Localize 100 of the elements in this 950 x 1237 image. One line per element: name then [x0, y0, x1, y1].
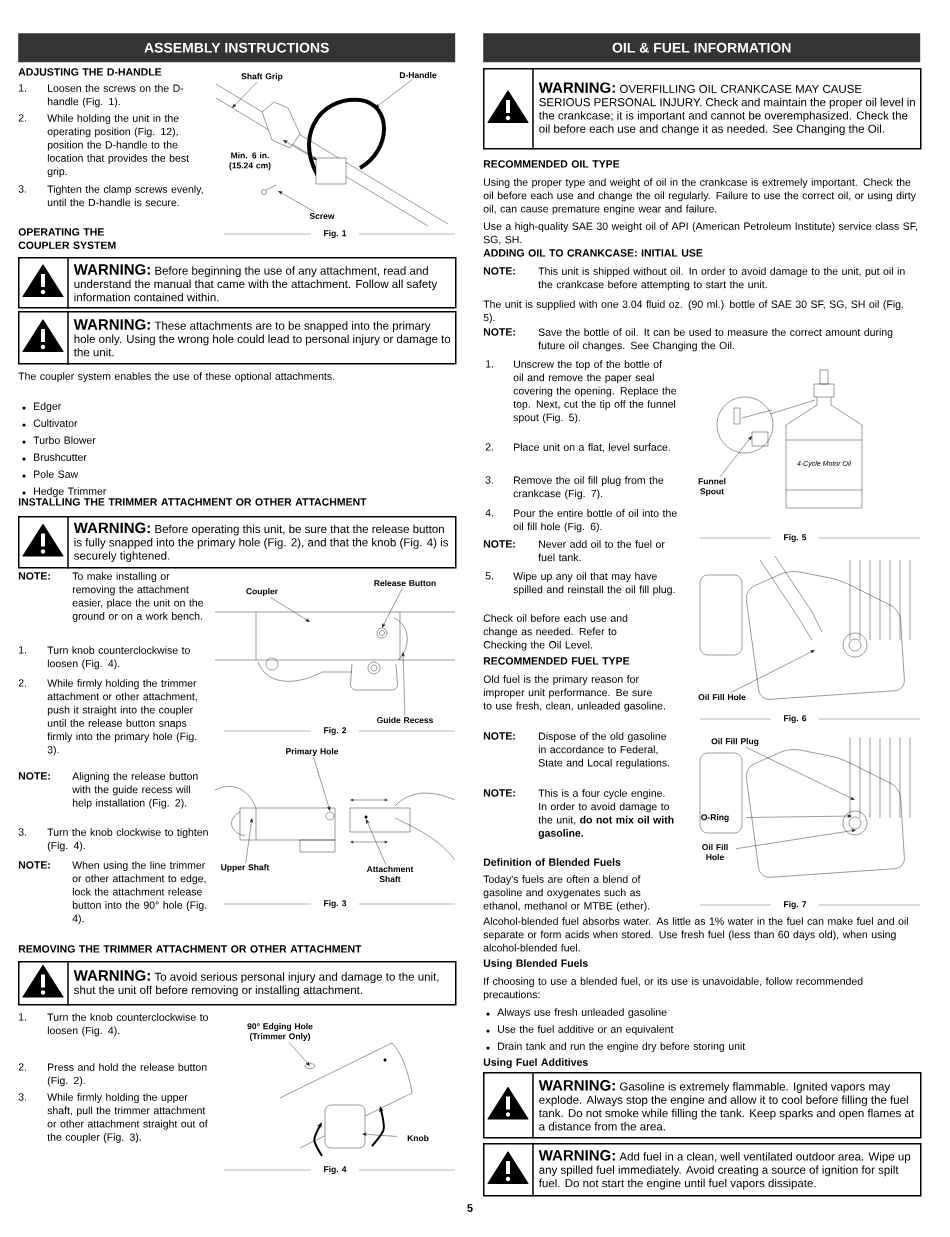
paragraph: While holding the unit in the operating position (Fig. 12), position the D-handle to the location that provides the best grip. — [47, 114, 189, 178]
leader-line — [730, 650, 815, 693]
leader-line — [745, 747, 855, 800]
paragraph: Alcohol-blended fuel absorbs water. As little as 1% water in the fuel can make fuel and oil separate or form acids when stored. Use fresh fuel (less than 60 days old), when using alcohol-blended fuel. — [483, 917, 908, 952]
warning-box: WARNING: To avoid serious personal injury and damage to the unit, shut the unit off before removing or installing attachment. — [18, 960, 457, 1007]
callout-label: 90° Edging Hole (Trimmer Only) — [247, 1023, 313, 1041]
section-header: ASSEMBLY INSTRUCTIONS — [18, 33, 456, 63]
paragraph: Today's fuels are often a blend of gasoline and oxygenates such as ethanol, methanol or MTBE (ether). — [483, 875, 650, 912]
paragraph: This unit is shipped without oil. In order to avoid damage to the unit, put oil in the crankcase before attempting to start the unit. — [538, 267, 905, 291]
list-item: Hedge Trimmer — [22, 487, 107, 497]
warning-box: WARNING: These attachments are to be snapped into the primary hole only. Using the wrong hole could lead to personal injury or damage to the unit. — [18, 310, 457, 366]
callout-label: D-Handle — [399, 71, 437, 79]
figure-caption: Fig. 1 — [324, 230, 347, 238]
figure-caption: Fig. 6 — [784, 715, 807, 723]
step-number: 1. — [19, 646, 26, 654]
callout-label: Primary Hole — [286, 748, 339, 756]
step-number: 1. — [19, 84, 26, 92]
section-heading: RECOMMENDED FUEL TYPE — [483, 657, 630, 665]
step-number: 4. — [485, 509, 493, 517]
callout-label: Oil Fill Hole — [698, 693, 746, 701]
paragraph: Tighten the clamp screws evenly, until the D-handle is secure. — [47, 185, 203, 207]
callout-label: Funnel Spout — [698, 478, 726, 496]
paragraph: Using the proper type and weight of oil in the crankcase is extremely important. Check the oil before each use and change the oil regularly. Failure to use the correct oil, or using dirty oil, can cause premature engine wear and failure. — [483, 178, 916, 215]
paragraph: Never add oil to the fuel or fuel tank. — [538, 540, 665, 562]
leader-line — [270, 596, 310, 622]
note-label: NOTE: — [483, 732, 515, 740]
figure-caption: Fig. 3 — [324, 900, 347, 908]
note-label: NOTE: — [483, 267, 515, 275]
leader-line — [278, 191, 315, 212]
callout-label: O-Ring — [701, 814, 729, 822]
step-number: 3. — [18, 828, 26, 836]
paragraph: While firmly holding the upper shaft, pull the trimmer attachment or other attachment straight out of the coupler (Fig. 3). — [47, 1093, 208, 1143]
step-number: 3. — [485, 476, 493, 484]
paragraph: Unscrew the top of the bottle of oil and remove the paper seal covering the opening. Replace the top. Next, cut the tip off the funnel spout (Fig. 5). — [513, 360, 677, 424]
section-header: OIL & FUEL INFORMATION — [483, 33, 921, 63]
dimension-label: Min. 6 in. (15.24 cm) — [229, 152, 271, 171]
callout-label: Screw — [309, 213, 335, 219]
step-number: 2. — [18, 679, 26, 687]
callout-label: Coupler — [246, 588, 278, 596]
step-number: 2. — [18, 1063, 26, 1071]
list-item: Use the fuel additive or an equivalent — [486, 1025, 674, 1035]
step-number: 2. — [485, 443, 493, 451]
leader-line — [288, 1041, 310, 1066]
leader-line — [366, 819, 387, 865]
callout-label: Release Button — [374, 579, 436, 587]
note-label: NOTE: — [483, 328, 515, 336]
step-number: 1. — [486, 360, 493, 368]
leader-line — [362, 1132, 397, 1137]
paragraph: Pour the entire bottle of oil into the oil fill hole (Fig. 6). — [513, 509, 677, 533]
callout-label: Knob — [407, 1134, 429, 1142]
list-item: Cultivator — [22, 419, 78, 427]
warning-box: WARNING: Gasoline is extremely flammable. Ignited vapors may explode. Always stop the engine and allow it to cool before filling the fuel tank. Do not smoke while filling the tank. Keep sparks and open flames at a distance from the area. — [483, 1071, 922, 1140]
note-label: NOTE: — [18, 772, 50, 780]
warning-box: WARNING: Before operating this unit, be sure that the release button is fully snapped into the primary hole (Fig. 2), and that the knob (Fig. 4) is securely tightened. — [18, 515, 457, 570]
step-number: 3. — [18, 185, 26, 193]
callout-label: Shaft Grip — [241, 73, 283, 81]
list-item: Pole Saw — [22, 470, 79, 478]
callout-label: Guide Recess — [377, 716, 433, 724]
paragraph: Check oil before each use and change as needed. Refer to Checking the Oil Level. — [483, 614, 628, 651]
paragraph: The unit is supplied with one 3.04 fluid oz. (90 ml.) bottle of SAE 30 SF, SG, SH oil (Fig. 5). — [483, 300, 903, 324]
step-number: 3. — [18, 1093, 26, 1101]
paragraph: Remove the oil fill plug from the crankcase (Fig. 7). — [513, 476, 664, 500]
paragraph: Loosen the screws on the D-handle (Fig. 1). — [47, 84, 184, 108]
leader-line — [245, 818, 253, 864]
warning-box: WARNING: OVERFILLING OIL CRANKCASE MAY CAUSE SERIOUS PERSONAL INJURY. Check and maintain the proper oil level in the crankcase; it is important and cannot be overemphasized. Check the oil before each use and change it as needed. See Changing the Oil. — [483, 67, 922, 151]
callout-label: Attachment Shaft — [366, 865, 414, 883]
list-item: Turbo Blower — [22, 436, 96, 444]
leader-line — [719, 436, 752, 478]
paragraph: Dispose of the old gasoline in accordance to Federal, State and Local regulations. — [538, 732, 670, 769]
callout-label: Upper Shaft — [221, 864, 270, 872]
figure-caption: Fig. 4 — [324, 1166, 347, 1174]
figure-caption: Fig. 5 — [784, 534, 807, 542]
warning-box: WARNING: Before beginning the use of any attachment, read and understand the manual that came with the attachment. Follow all safety information contained within. — [18, 256, 457, 310]
leader-line — [232, 81, 258, 108]
paragraph: Press and hold the release button (Fig. 2). — [47, 1063, 207, 1087]
paragraph: When using the line trimmer or other attachment to edge, lock the attachment release button into the 90° hole (Fig. 4). — [72, 861, 207, 925]
paragraph: Aligning the release button with the guide recess will help installation (Fig. 2). — [72, 772, 198, 809]
note-label: NOTE: — [483, 540, 515, 548]
section-heading: Using Blended Fuels — [483, 959, 588, 970]
page-number: 5 — [467, 1204, 473, 1212]
leader-line — [736, 829, 856, 849]
paragraph: Place unit on a flat, level surface. — [514, 443, 670, 453]
step-number: 2. — [18, 114, 26, 122]
paragraph: Old fuel is the primary reason for improper unit performance. Be sure to use fresh, clean, unleaded gasoline. — [483, 675, 665, 712]
paragraph: Save the bottle of oil. It can be used to measure the correct amount during future oil changes. See Changing the Oil. — [538, 328, 893, 352]
list-item: Edger — [22, 402, 62, 412]
warning-box: WARNING: Add fuel in a clean, well ventilated outdoor area. Wipe up any spilled fuel immediately. Avoid creating a source of ignition for spilt fuel. Do not start the engine until fuel vapors dissipate. — [483, 1142, 922, 1198]
section-heading: RECOMMENDED OIL TYPE — [483, 160, 620, 168]
leader-line — [746, 814, 852, 818]
paragraph: Turn the knob clockwise to tighten (Fig. 4). — [47, 828, 208, 852]
step-number: 5. — [485, 572, 493, 580]
list-item: Drain tank and run the engine dry before storing unit — [486, 1042, 746, 1052]
leader-line — [313, 756, 331, 811]
note-label: NOTE: — [18, 861, 50, 869]
list-item: Brushcutter — [22, 453, 87, 461]
paragraph: While firmly holding the trimmer attachment or other attachment, push it straight into the coupler until the release button snaps firmly into the primary hole (Fig. 3). — [47, 679, 197, 756]
paragraph: Use a high-quality SAE 30 weight oil of API (American Petroleum Institute) service class SF, SG, SH. — [483, 222, 917, 245]
section-heading: INSTALLING THE TRIMMER ATTACHMENT OR OTHER ATTACHMENT — [18, 498, 367, 506]
note-label: NOTE: — [483, 789, 515, 797]
leader-line — [401, 652, 406, 716]
